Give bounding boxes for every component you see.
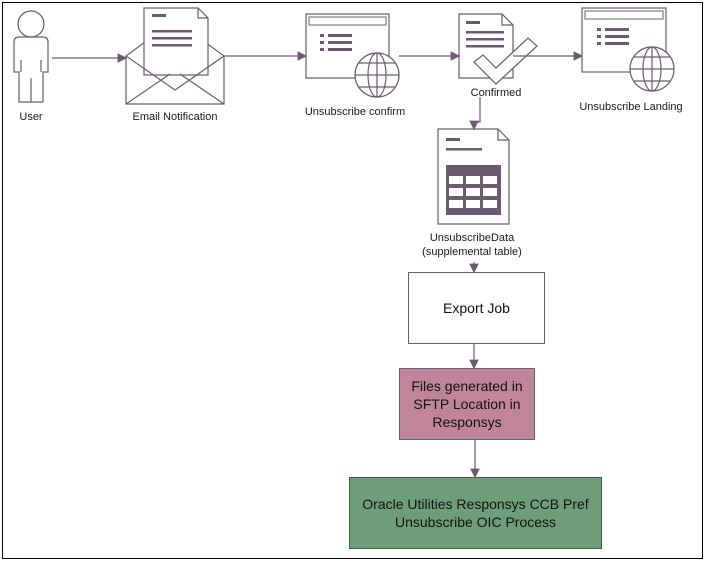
diagram-border — [2, 2, 703, 559]
unsubscribe-confirm-label: Unsubscribe confirm — [304, 106, 406, 118]
unsubscribe-data-label: UnsubscribeData — [429, 232, 515, 244]
connectors — [52, 51, 584, 479]
unsubscribe-landing-label: Unsubscribe Landing — [579, 101, 683, 113]
user-label: User — [19, 111, 43, 123]
export-job-box: Export Job — [408, 272, 545, 344]
arrow-confirmed-to-data — [469, 97, 481, 131]
files-generated-box: Files generated in SFTP Location in Resp… — [399, 368, 535, 440]
unsubscribe-data-table-icon — [437, 128, 510, 225]
oic-process-label: Oracle Utilities Responsys CCB Pref Unsu… — [362, 496, 589, 530]
unsubscribe-landing-icon — [581, 7, 675, 92]
unsubscribe-data-sublabel: (supplemental table) — [422, 246, 522, 258]
files-generated-label: Files generated in SFTP Location in Resp… — [411, 378, 523, 430]
oic-process-box: Oracle Utilities Responsys CCB Pref Unsu… — [349, 477, 602, 549]
email-notification-label: Email Notification — [132, 111, 218, 123]
export-job-label: Export Job — [443, 300, 510, 316]
email-notification-icon — [125, 7, 225, 105]
user-icon — [13, 10, 49, 103]
confirmed-label: Confirmed — [470, 87, 522, 99]
unsubscribe-confirm-icon — [305, 13, 400, 98]
confirmed-icon — [458, 13, 538, 85]
